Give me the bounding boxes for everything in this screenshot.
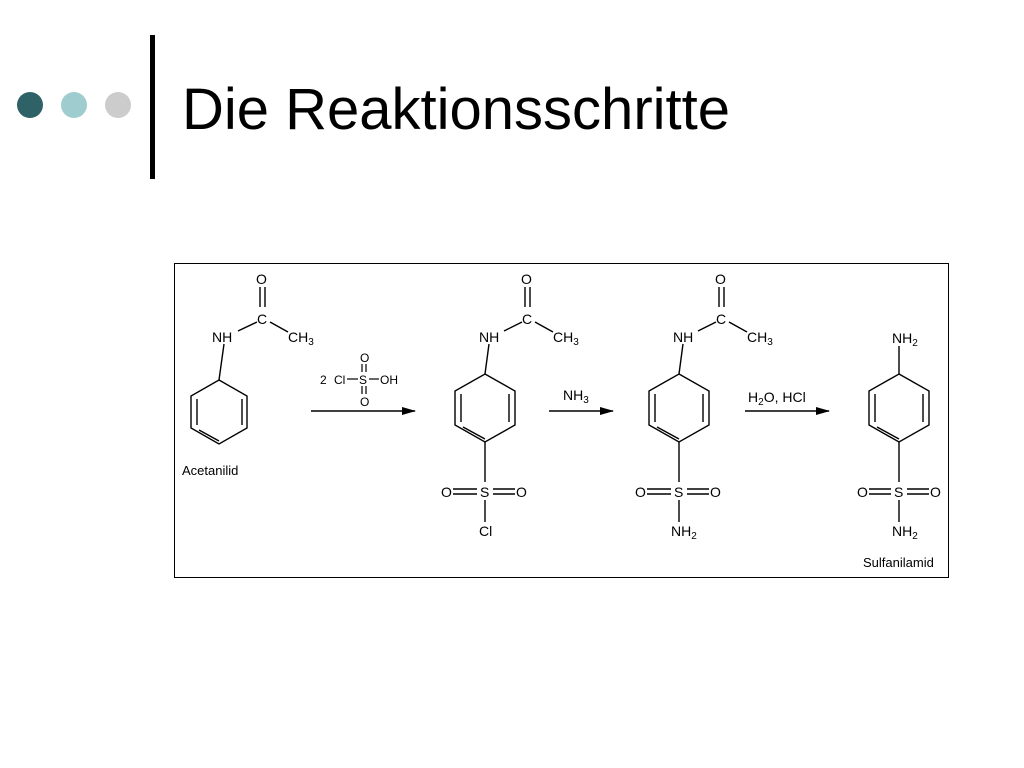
molecule-sulfanilamid bbox=[868, 346, 930, 522]
atom-o-left: O bbox=[635, 484, 646, 500]
reagent-h: H bbox=[748, 389, 758, 405]
atom-cl: Cl bbox=[479, 523, 492, 539]
atom-o-left: O bbox=[857, 484, 868, 500]
atom-ch-subscript: 3 bbox=[308, 337, 314, 348]
reagent-nh: NH bbox=[563, 387, 583, 403]
atom-o: O bbox=[715, 271, 726, 287]
atom-o-right: O bbox=[930, 484, 941, 500]
svg-text:NH2: NH2 bbox=[892, 523, 918, 542]
atom-s: S bbox=[674, 484, 683, 500]
ring-double-bond bbox=[656, 426, 680, 440]
reagent-nh-subscript: 3 bbox=[583, 395, 589, 406]
bond-c-ch3 bbox=[728, 321, 748, 333]
reagent-coefficient: 2 bbox=[320, 373, 327, 387]
atom-o-left: O bbox=[441, 484, 452, 500]
atom-s: S bbox=[894, 484, 903, 500]
reagent-cl: Cl bbox=[334, 373, 345, 387]
molecule-acetanilid bbox=[190, 287, 289, 445]
atom-o-right: O bbox=[516, 484, 527, 500]
bond-c-ch3 bbox=[534, 321, 554, 333]
svg-text:NH2: NH2 bbox=[892, 330, 918, 349]
atom-ch: CH bbox=[288, 329, 308, 345]
reagent-hydrolysis: H2O, HCl bbox=[748, 389, 806, 408]
slide-title: Die Reaktionsschritte bbox=[182, 77, 730, 142]
atom-nh-top: NH bbox=[892, 330, 912, 346]
reagent-o-bottom: O bbox=[360, 395, 369, 409]
ring-double-bond bbox=[876, 426, 900, 440]
atom-nh: NH bbox=[673, 329, 693, 345]
molecule-intermediate-1-labels: O C NH CH3 O S O Cl bbox=[441, 271, 579, 539]
atom-ch: CH bbox=[747, 329, 767, 345]
reagent-rest: O, HCl bbox=[764, 389, 806, 405]
reagent-s: S bbox=[359, 373, 367, 387]
atom-ch-subscript: 3 bbox=[767, 337, 773, 348]
atom-c: C bbox=[257, 311, 267, 327]
bond-ring-nh bbox=[218, 343, 225, 381]
bond-nh-c bbox=[503, 321, 523, 332]
reagent-ammonia: NH3 bbox=[563, 387, 589, 406]
atom-nh: NH bbox=[479, 329, 499, 345]
atom-o: O bbox=[521, 271, 532, 287]
atom-nh2-subscript: 2 bbox=[691, 531, 697, 542]
reaction-scheme-svg: O C NH CH3 Acetanilid 2 Cl S OH O O bbox=[182, 271, 941, 570]
compound-name-acetanilid: Acetanilid bbox=[182, 463, 238, 478]
molecule-intermediate-2 bbox=[647, 287, 748, 522]
atom-ch-subscript: 3 bbox=[573, 337, 579, 348]
atom-nh-top-subscript: 2 bbox=[912, 338, 918, 349]
dot-dark bbox=[17, 92, 43, 118]
svg-text:CH3: CH3 bbox=[553, 329, 579, 348]
atom-nh-bottom-subscript: 2 bbox=[912, 531, 918, 542]
title-divider-bar bbox=[150, 35, 155, 179]
benzene-ring bbox=[454, 373, 516, 443]
atom-c: C bbox=[522, 311, 532, 327]
atom-ch: CH bbox=[553, 329, 573, 345]
atom-nh-bottom: NH bbox=[892, 523, 912, 539]
compound-name-sulfanilamid: Sulfanilamid bbox=[863, 555, 934, 570]
ring-double-bond bbox=[198, 429, 220, 442]
atom-nh2: NH bbox=[671, 523, 691, 539]
reagent-o-top: O bbox=[360, 351, 369, 365]
bond-nh-c bbox=[697, 321, 717, 332]
molecule-intermediate-1 bbox=[453, 287, 554, 522]
benzene-ring bbox=[868, 373, 930, 443]
bond-nh-c bbox=[237, 321, 258, 332]
atom-nh: NH bbox=[212, 329, 232, 345]
atom-c: C bbox=[716, 311, 726, 327]
dot-gray bbox=[105, 92, 131, 118]
reagent-chlorosulfonic-acid: 2 Cl S OH O O bbox=[320, 351, 398, 409]
bond-c-ch3 bbox=[269, 321, 289, 333]
bond-ring-nh bbox=[678, 343, 684, 375]
ring-double-bond bbox=[462, 426, 486, 440]
reagent-oh: OH bbox=[380, 373, 398, 387]
atom-o: O bbox=[256, 271, 267, 287]
molecule-sulfanilamid-labels: NH2 O S O NH2 Sulfanilamid bbox=[857, 330, 941, 570]
reaction-scheme: O C NH CH3 Acetanilid 2 Cl S OH O O bbox=[174, 263, 949, 578]
atom-o-right: O bbox=[710, 484, 721, 500]
atom-s: S bbox=[480, 484, 489, 500]
bond-ring-nh bbox=[484, 343, 490, 375]
benzene-ring bbox=[648, 373, 710, 443]
molecule-acetanilid-labels: O C NH CH3 Acetanilid bbox=[182, 271, 314, 478]
reagent-h-subscript: 2 bbox=[758, 397, 764, 408]
molecule-intermediate-2-labels: O C NH CH3 O S O NH2 bbox=[635, 271, 773, 542]
dot-light bbox=[61, 92, 87, 118]
svg-text:CH3: CH3 bbox=[747, 329, 773, 348]
svg-text:NH2: NH2 bbox=[671, 523, 697, 542]
benzene-ring bbox=[190, 379, 248, 445]
svg-text:CH3: CH3 bbox=[288, 329, 314, 348]
